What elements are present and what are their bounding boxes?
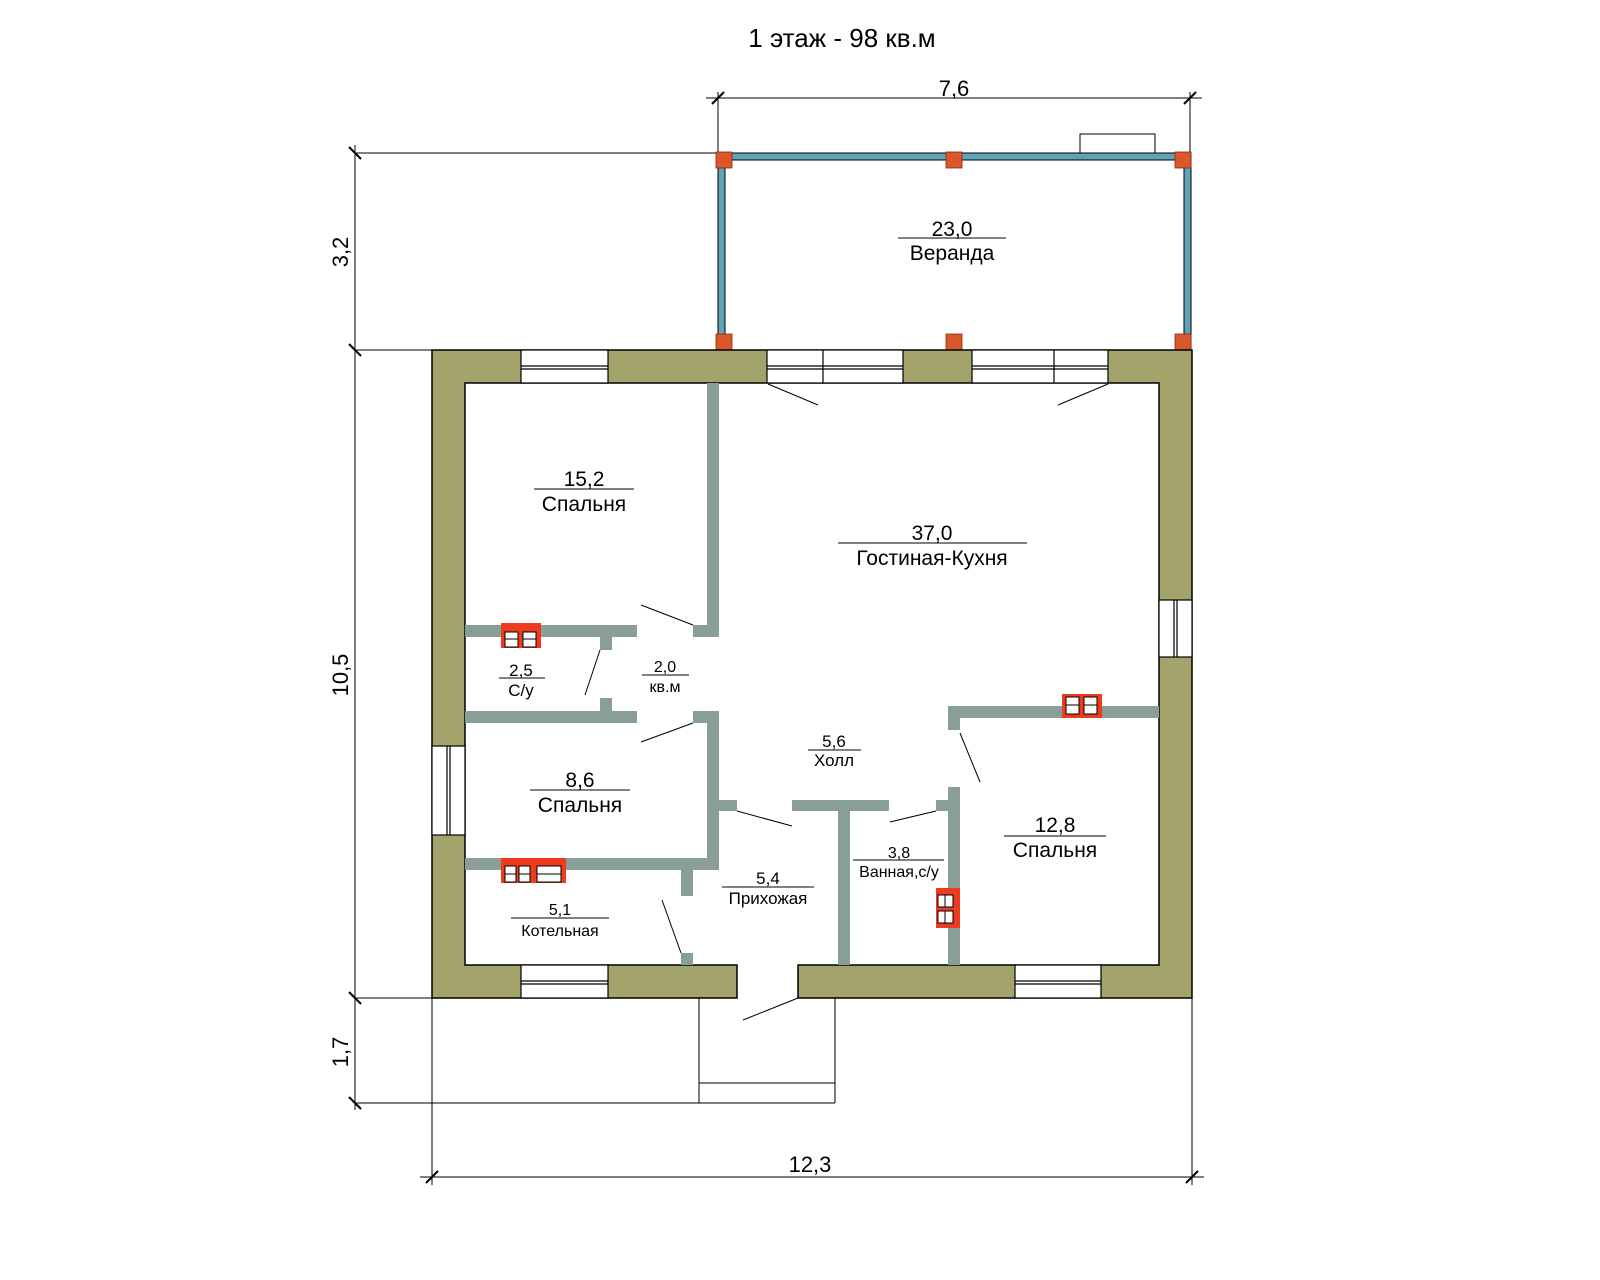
room-area: 15,2 <box>564 468 605 491</box>
room-name: Прихожая <box>729 889 808 908</box>
chimney-icon <box>501 858 566 883</box>
room-name: Веранда <box>910 242 995 265</box>
dim-house-width: 12,3 <box>789 1152 832 1177</box>
room-name: Спальня <box>1013 839 1097 862</box>
room-name: С/у <box>508 681 534 700</box>
room-name: Холл <box>814 751 854 770</box>
room-bedroom-3: 12,8 Спальня <box>1004 814 1106 862</box>
chimney-icon <box>1062 694 1102 718</box>
room-area: 23,0 <box>932 218 973 241</box>
chimney-icon <box>936 888 960 928</box>
room-bedroom-1: 15,2 Спальня <box>534 468 634 516</box>
room-area: 2,0 <box>654 659 676 676</box>
room-area: 12,8 <box>1035 814 1076 837</box>
plan-title: 1 этаж - 98 кв.м <box>748 23 935 53</box>
chimneys <box>501 623 1102 928</box>
door-swings <box>584 383 1109 1021</box>
veranda-frame-right <box>1183 152 1192 351</box>
dim-porch-depth: 1,7 <box>328 1037 353 1068</box>
room-boiler: 5,1 Котельная <box>511 902 609 940</box>
room-name: Спальня <box>542 493 626 516</box>
room-name: Спальня <box>538 794 622 817</box>
room-living-kitchen: 37,0 Гостиная-Кухня <box>838 522 1027 570</box>
room-area: 3,8 <box>888 845 910 862</box>
dimension-lines: 7,6 3,2 10,5 1,7 12,3 <box>328 76 1204 1185</box>
chimney-icon <box>501 623 541 648</box>
window <box>431 745 466 836</box>
dim-veranda-depth: 3,2 <box>328 237 353 268</box>
room-bathroom: 3,8 Ванная,с/у <box>853 845 944 881</box>
brick-pillars <box>715 151 1192 351</box>
window <box>1158 599 1193 658</box>
veranda-frame-left <box>717 152 726 351</box>
room-corridor: 2,0 кв.м <box>642 659 689 696</box>
room-area: 37,0 <box>912 522 953 545</box>
room-entrance: 5,4 Прихожая <box>722 869 814 908</box>
veranda-step <box>1079 133 1156 154</box>
porch <box>698 998 836 1104</box>
room-wc: 2,5 С/у <box>499 661 545 700</box>
room-name: Ванная,с/у <box>859 864 939 881</box>
dim-veranda-width: 7,6 <box>939 76 970 101</box>
room-hall: 5,6 Холл <box>808 732 861 770</box>
room-name: Гостиная-Кухня <box>856 547 1007 570</box>
room-area: 5,6 <box>822 732 846 751</box>
room-veranda: 23,0 Веранда <box>898 218 1006 265</box>
room-area: 8,6 <box>565 769 594 792</box>
room-name: Котельная <box>521 923 598 940</box>
dim-house-depth: 10,5 <box>328 654 353 697</box>
room-bedroom-2: 8,6 Спальня <box>530 769 630 817</box>
veranda <box>715 133 1192 351</box>
room-area: 2,5 <box>509 661 533 680</box>
room-area: 5,4 <box>756 869 780 888</box>
room-labels: 23,0 Веранда 15,2 Спальня 37,0 Гостиная-… <box>499 218 1106 940</box>
exterior-walls <box>431 349 1193 999</box>
room-name: кв.м <box>650 679 681 696</box>
room-area: 5,1 <box>549 902 571 919</box>
